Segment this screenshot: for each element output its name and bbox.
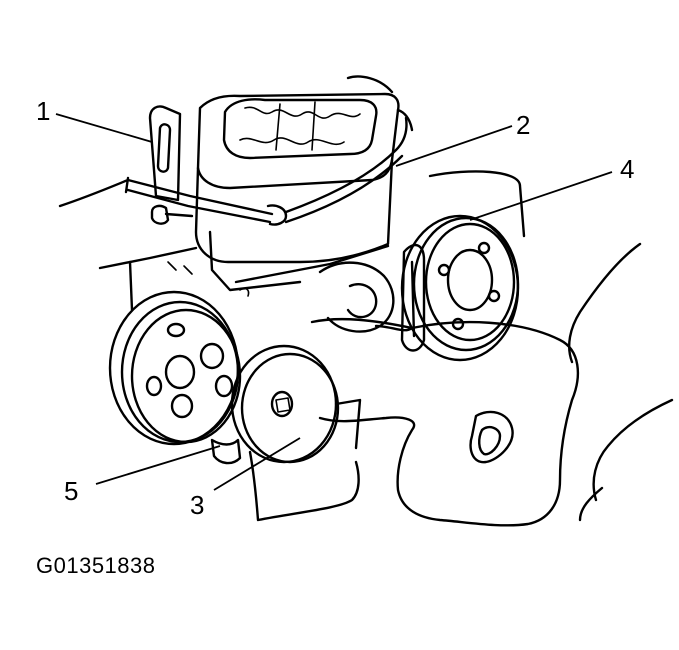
callout-5: 5 <box>64 476 78 506</box>
figure-id: G01351838 <box>36 553 156 578</box>
leader-5 <box>95 445 221 485</box>
leader-2 <box>395 125 513 167</box>
leader-4 <box>469 171 613 221</box>
callout-labels: 1 2 3 4 5 <box>36 96 634 520</box>
callout-4: 4 <box>620 154 634 184</box>
cooling-fan <box>248 242 674 527</box>
engine-block <box>98 158 395 333</box>
alternator-pulley <box>400 170 526 362</box>
callout-3: 3 <box>190 490 204 520</box>
lift-bracket <box>148 105 182 202</box>
hose-pipe <box>58 116 408 226</box>
leader-3 <box>213 437 301 491</box>
crankshaft-pulley <box>108 290 242 465</box>
leader-lines <box>55 113 613 491</box>
leader-1 <box>55 113 153 143</box>
intake-housing <box>196 75 414 190</box>
callout-1: 1 <box>36 96 50 126</box>
idler-pulley <box>230 344 362 464</box>
callout-2: 2 <box>516 110 530 140</box>
